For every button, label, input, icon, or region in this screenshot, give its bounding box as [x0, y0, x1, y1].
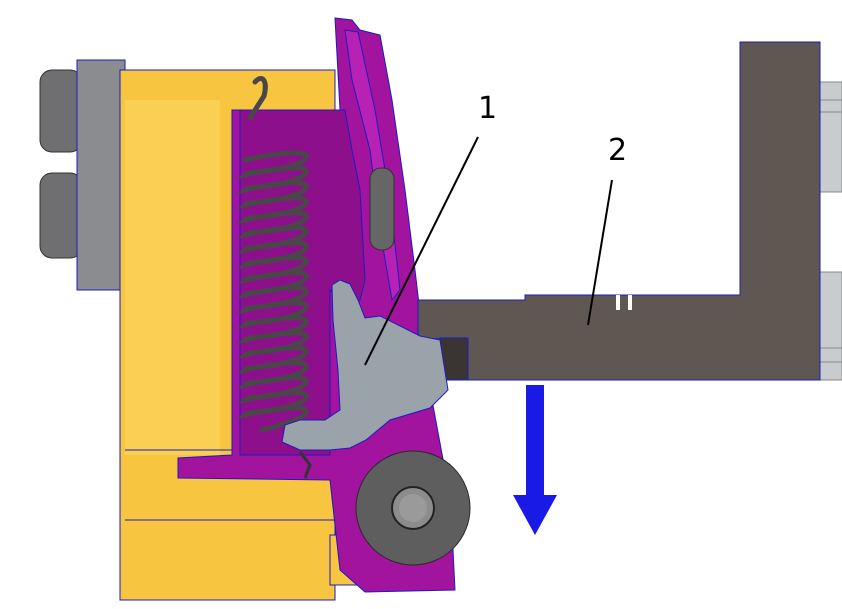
callout-label-1: 1	[478, 91, 497, 126]
bar-notch	[616, 295, 620, 310]
bottom-roller	[355, 450, 471, 566]
bar-notch	[628, 295, 632, 310]
spring-coils	[237, 150, 309, 433]
housing-inner-face	[125, 100, 220, 455]
coil-spring	[237, 76, 309, 433]
left-bolts	[39, 59, 126, 291]
upper-guide-roller	[369, 167, 395, 251]
callout-label-2: 2	[608, 133, 627, 168]
bolt-head-lower	[39, 172, 83, 259]
leader-line-2	[587, 179, 613, 326]
arrow-down-icon	[513, 385, 557, 535]
leader-line-1	[364, 136, 479, 366]
mounting-plate	[76, 59, 126, 291]
bolt-head-upper	[39, 69, 83, 153]
